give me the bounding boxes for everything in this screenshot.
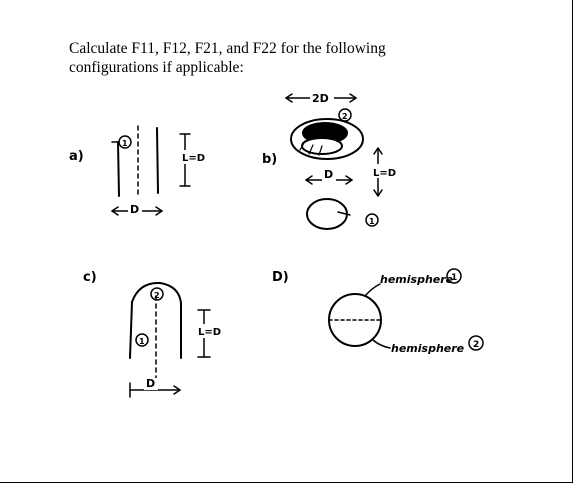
sketch-d: D) hemisphere 1 hemisphere 2: [272, 268, 484, 355]
ring-outer: [290, 118, 364, 160]
channel-outline: [129, 281, 182, 359]
surface-2-number: 2: [342, 112, 348, 121]
sketch-b-label: b): [262, 152, 277, 167]
question-text: Calculate F11, F12, F21, and F22 for the…: [69, 39, 469, 77]
question-line-2: configurations if applicable:: [69, 59, 244, 76]
arrow-left-d-b: [305, 175, 313, 185]
dim-2d-bg: [310, 90, 334, 104]
question-line-1: Calculate F11, F12, F21, and F22 for the…: [69, 40, 386, 57]
arrow-up-b: [373, 147, 383, 155]
dim-d-c-label: D: [146, 377, 155, 390]
dim-length-c-bg: [196, 324, 226, 338]
arrow-right-2d: [349, 93, 357, 103]
hemisphere-1-label: hemisphere: [380, 273, 454, 286]
arrow-left: [111, 206, 119, 216]
hatch-3: [318, 145, 323, 156]
surface-1-marker-c: [135, 333, 149, 347]
surface-1-marker-b: [365, 213, 379, 227]
hemi-2-leader: [372, 339, 391, 349]
surface-2-number-c: 2: [154, 291, 160, 300]
dim-d-b-bg: [322, 169, 336, 181]
dim-length-b-bg: [370, 164, 400, 178]
sketch-d-label: D): [272, 270, 289, 285]
arrow-left-2d: [285, 93, 293, 103]
surface-1-number-b: 1: [369, 217, 375, 226]
hemi-1-marker: [446, 268, 462, 284]
plate-1: [117, 141, 120, 197]
sketch-a: a) 1 L=D D: [69, 125, 210, 216]
sketch-c-label: c): [83, 270, 97, 285]
plate-2: [156, 127, 159, 194]
surface-2-marker: [338, 108, 352, 122]
dim-length-label: L=D: [182, 153, 205, 164]
hatch-1: [299, 140, 306, 151]
hatch-2: [308, 144, 314, 155]
surface-2-marker-c: [150, 287, 164, 301]
arrow-down-b: [373, 189, 383, 197]
disk-1: [306, 198, 348, 230]
sketch-a-label: a): [69, 149, 84, 164]
dim-width-bg: [128, 203, 142, 215]
hemi-2-marker: [468, 335, 484, 351]
dim-d-c-bg: [144, 378, 158, 390]
hemi-1-leader: [364, 283, 381, 297]
hemi-2-number: 2: [473, 340, 479, 350]
dim-d-b-label: D: [324, 168, 333, 181]
sketch-c: c) 2 1 L=D D: [83, 270, 226, 398]
arrow-right: [155, 206, 163, 216]
arrow-right-c: [173, 385, 181, 395]
surface-1-number-c: 1: [139, 337, 145, 346]
hemisphere-2-label: hemisphere: [391, 342, 465, 355]
sketch-b: b) 2D 2 L=D D 1: [262, 90, 400, 230]
dim-2d-label: 2D: [312, 92, 329, 105]
dim-length-c-label: L=D: [198, 327, 221, 338]
dim-width-label: D: [130, 203, 139, 216]
surface-1-number: 1: [122, 139, 128, 148]
disk-1-leader: [337, 211, 351, 216]
arrow-right-d-b: [345, 175, 353, 185]
hemi-1-number: 1: [451, 273, 457, 283]
dim-length-b-label: L=D: [373, 168, 396, 179]
dim-label-bg: [180, 150, 210, 164]
